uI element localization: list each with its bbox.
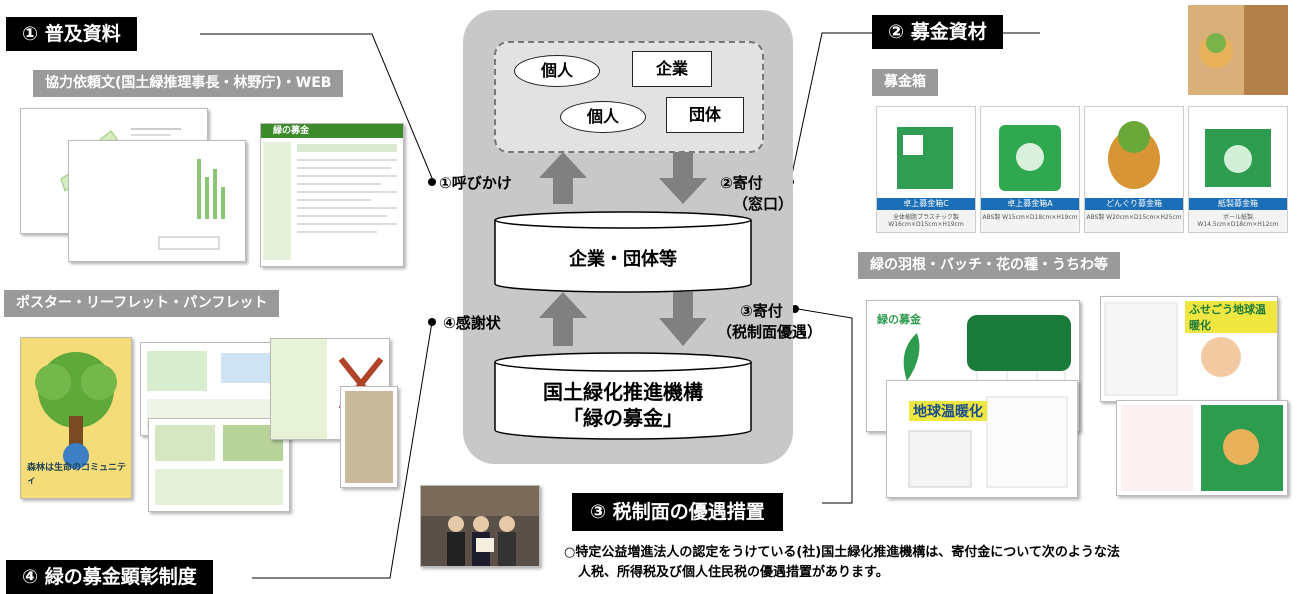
donation-box-c: 卓上募金箱C 全体樹脂プラスチック製 W16cm×D15cm×H19cm (876, 106, 976, 233)
donor-individual-1: 個人 (514, 55, 600, 87)
call-dot (428, 178, 436, 186)
box-c-spec: 全体樹脂プラスチック製 W16cm×D15cm×H19cm (888, 214, 964, 228)
tax-note-line-2: 人税、所得税及び個人住民税の優遇措置があります。 (578, 565, 889, 580)
box-c-graphic (897, 127, 953, 189)
organization-fund: 「緑の募金」 (563, 406, 683, 430)
section-2-label: ② 募金資材 (872, 15, 1003, 49)
campaign2-title: ふせごう地球温暖化 (1185, 301, 1277, 333)
mascot-graphic (1121, 405, 1283, 491)
boxes-label: 募金箱 (872, 69, 938, 96)
tree-illustration (35, 352, 117, 469)
cylinder-companies (494, 220, 752, 293)
donate-tax-sub: （税制面優遇） (717, 323, 823, 341)
box-acorn-name: どんぐり募金箱 (1085, 198, 1183, 210)
award-photo (420, 485, 540, 567)
poster-caption: 森林は生命のコミュニティ (27, 463, 127, 486)
tax-note-line-1: ○特定公益増進法人の認定をうけている(社)国土緑化推進機構は、寄付金について次の… (564, 545, 1120, 560)
wooden-box-product (1188, 5, 1288, 95)
section-1-label: ① 普及資料 (6, 17, 137, 51)
paper-box-graphic (1205, 129, 1271, 187)
feather-card-title: 緑の募金 (877, 313, 921, 326)
box-paper-spec: ボール紙製 W14.5cm×D18cm×H12cm (1197, 214, 1279, 228)
arrow-up-1 (539, 152, 587, 204)
thanks-dot (428, 318, 436, 326)
section-4-label: ④ 緑の募金顕彰制度 (6, 560, 213, 594)
donor-group: 団体 (666, 97, 744, 133)
donate2-dot (791, 305, 799, 313)
donate-tax-label: ③寄付 (740, 302, 783, 320)
goods-label: 緑の羽根・バッチ・花の種・うちわ等 (858, 252, 1120, 279)
box-a-name: 卓上募金箱A (981, 198, 1079, 210)
call-label: ①呼びかけ (439, 174, 512, 192)
cylinder-organization (494, 362, 752, 440)
donate-window-label: ②寄付 (720, 174, 763, 192)
campaign-leaflet-2: ふせごう地球温暖化 (1100, 296, 1278, 402)
donation-box-a: 卓上募金箱A ABS製 W15cm×D18cm×H19cm (980, 106, 1080, 233)
donation-box-paper: 紙製募金箱ボール紙製 W14.5cm×D18cm×H12cm (1188, 106, 1288, 233)
box-a-graphic (999, 125, 1061, 191)
thanks-label: ④感謝状 (443, 314, 501, 332)
box-a-spec: ABS製 W15cm×D18cm×H19cm (982, 214, 1078, 221)
campaign1-title: 地球温暖化 (909, 401, 987, 421)
box-c-name: 卓上募金箱C (877, 198, 975, 210)
donate-window-sub: （窓口） (733, 195, 794, 213)
people-photo (421, 486, 539, 566)
website-screenshot: 緑の募金 (260, 123, 404, 267)
acorn-box-graphic (1108, 121, 1160, 189)
campaign-leaflet-1: 地球温暖化 (886, 380, 1078, 498)
arrow-down-1 (659, 152, 707, 204)
web-title: 緑の募金 (261, 124, 403, 138)
request-letter-doc-2 (68, 140, 246, 262)
section-3-label: ③ 税制面の優遇措置 (572, 493, 783, 531)
arrow-down-2 (659, 292, 707, 346)
posters-label: ポスター・リーフレット・パンフレット (4, 290, 280, 317)
forest-poster: 森林は生命のコミュニティ (20, 337, 132, 499)
donor-company: 企業 (632, 51, 712, 87)
request-docs-label: 協力依頼文(国土緑推理事長・林野庁)・WEB (33, 70, 344, 97)
box-acorn-spec: ABS製 W20cm×D15cm×H25cm (1086, 214, 1182, 221)
companies-label: 企業・団体等 (569, 249, 677, 270)
donor-individual-2: 個人 (560, 101, 646, 133)
arrow-up-2 (539, 292, 587, 346)
pamphlet-back (340, 386, 398, 488)
box-paper-name: 紙製募金箱 (1189, 198, 1287, 210)
flow-graphics (494, 152, 752, 440)
acorn-mascot-graphic (1188, 5, 1288, 95)
organization-name: 国土緑化推進機構 (543, 380, 703, 404)
donation-box-acorn: どんぐり募金箱 ABS製 W20cm×D15cm×H25cm (1084, 106, 1184, 233)
campaign-leaflet-3 (1116, 400, 1288, 496)
leaflet-2 (148, 418, 290, 512)
